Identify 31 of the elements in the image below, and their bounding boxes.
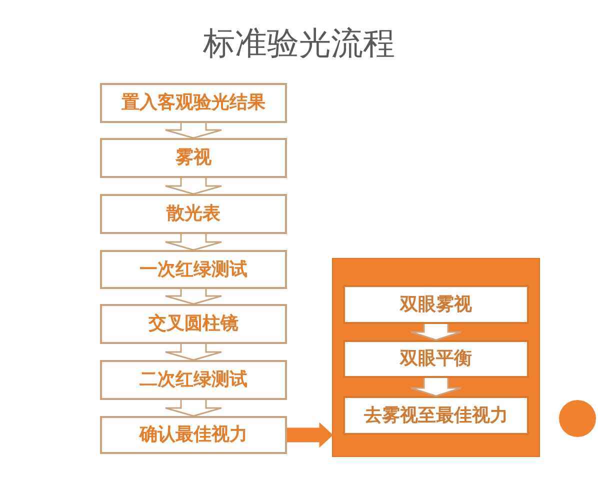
step-label: 双眼雾视 xyxy=(400,294,472,316)
process-box xyxy=(343,285,529,324)
step-label: 交叉圆柱镜 xyxy=(148,313,238,335)
block-arrow xyxy=(410,323,462,341)
block-arrow xyxy=(410,377,462,397)
block-arrow xyxy=(164,233,222,251)
step-label: 置入客观验光结果 xyxy=(122,92,266,114)
step-label: 去雾视至最佳视力 xyxy=(364,404,508,426)
block-arrow xyxy=(164,288,222,305)
process-box xyxy=(100,250,287,289)
step-label: 散光表 xyxy=(166,203,220,225)
process-box xyxy=(100,416,287,454)
process-box xyxy=(100,360,287,400)
block-arrow xyxy=(164,177,222,195)
process-box xyxy=(100,83,287,123)
process-box xyxy=(100,194,287,234)
step-label: 雾视 xyxy=(176,147,212,169)
step-label: 一次红绿测试 xyxy=(140,258,248,280)
process-box xyxy=(343,340,529,378)
step-label: 确认最佳视力 xyxy=(140,424,248,446)
step-label: 二次红绿测试 xyxy=(140,369,248,391)
step-label: 双眼平衡 xyxy=(400,348,472,370)
block-arrow xyxy=(286,422,334,448)
block-arrow xyxy=(164,343,222,361)
block-arrow xyxy=(164,399,222,417)
process-box xyxy=(100,138,287,178)
diagram-title: 标准验光流程 xyxy=(203,24,395,62)
process-box xyxy=(343,396,529,435)
process-box xyxy=(100,304,287,344)
block-arrow xyxy=(164,122,222,139)
group-panel xyxy=(332,258,540,457)
